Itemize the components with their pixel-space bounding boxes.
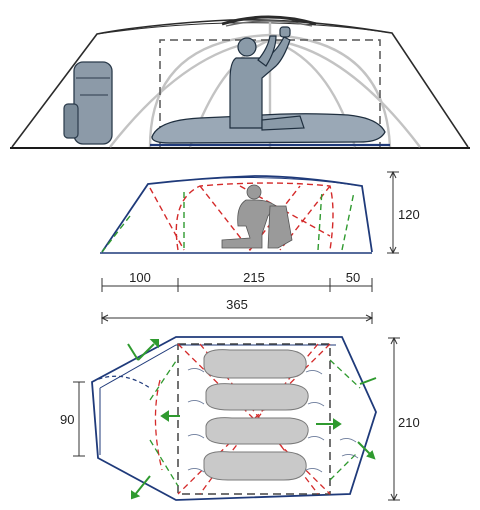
- floor-plan-fly: [91, 336, 377, 501]
- side-cutaway-view: [10, 15, 470, 149]
- side-elevation-view: [100, 175, 373, 254]
- elevation-green-frame: [101, 189, 355, 253]
- backpack-icon: [63, 61, 113, 145]
- dimension-labels: 120 100 215 50 365 90 210: [60, 207, 420, 430]
- roof-vent-inner: [225, 20, 313, 27]
- person-kneeling-icon: [221, 184, 293, 249]
- arrow-icon: [333, 418, 342, 430]
- floor-plan-view: [91, 336, 377, 501]
- inner-tent-outline: [159, 39, 381, 147]
- sleeping-bags: [203, 349, 309, 481]
- sleeping-bag-1: [203, 349, 307, 379]
- vestibule-length-label: 100: [129, 270, 151, 285]
- width-label: 210: [398, 415, 420, 430]
- sleeping-bag-4: [203, 451, 307, 481]
- airflow-lines: [187, 367, 359, 473]
- arrow-icon: [149, 339, 159, 349]
- roof-vent: [221, 15, 317, 26]
- arrow-icon: [160, 410, 169, 422]
- vestibule-door-curve: [91, 375, 151, 389]
- person-sitting-icon: [229, 26, 305, 131]
- sleeping-bag-3: [205, 417, 309, 445]
- inner-length-label: 215: [243, 270, 265, 285]
- inner-tent-floor: [177, 343, 331, 495]
- tent-outer-fly: [11, 18, 469, 148]
- total-length-label: 365: [226, 297, 248, 312]
- floor-green-poles: [149, 357, 361, 487]
- vestibule-depth-label: 90: [60, 412, 74, 427]
- airflow-arrows: [127, 339, 377, 500]
- dimension-lines: [73, 170, 400, 502]
- height-label: 120: [398, 207, 420, 222]
- floor-plan-fly-inner: [99, 344, 336, 389]
- arrow-icon: [366, 450, 376, 460]
- arrow-icon: [131, 490, 141, 500]
- rear-length-label: 50: [346, 270, 360, 285]
- tent-ridge-seam: [96, 22, 393, 35]
- sleeping-bag-2: [205, 383, 309, 411]
- elevation-ridge: [147, 176, 363, 187]
